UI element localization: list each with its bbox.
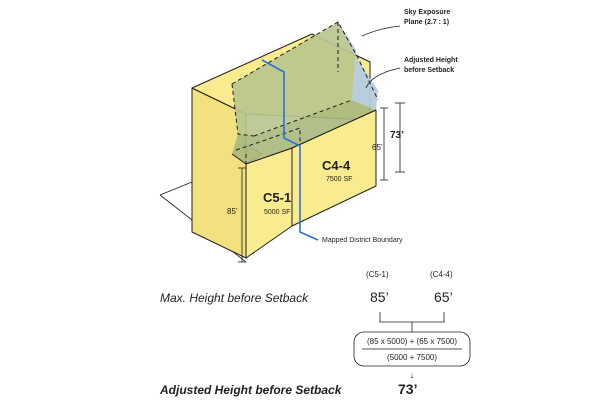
district-boundary-line xyxy=(261,59,319,241)
c5-height-value: 85’ xyxy=(370,289,389,305)
c4-area: 7500 SF xyxy=(326,176,352,183)
before-setback-label: before Setback xyxy=(404,67,454,74)
c5-area: 5000 SF xyxy=(264,209,290,216)
c4-column-header: (C4-4) xyxy=(430,270,453,279)
plane-green-back xyxy=(232,22,356,136)
c5-label: C5-1 xyxy=(263,190,291,205)
c4-height-value: 65’ xyxy=(434,289,453,305)
leader-lines xyxy=(361,25,401,89)
formula-numerator: (85 x 5000) + (65 x 7500) xyxy=(367,337,457,346)
boundary-label: Mapped District Boundary xyxy=(322,237,403,244)
down-arrow-icon: ↓ xyxy=(410,370,415,380)
adjusted-height-result-label: Adjusted Height before Setback xyxy=(159,383,343,397)
c4-label: C4-4 xyxy=(322,158,351,173)
building-mass xyxy=(191,33,377,259)
plane-green-front xyxy=(232,100,376,164)
dimension-85: 85’ xyxy=(227,207,238,216)
adjusted-height-label: Adjusted Height xyxy=(404,57,458,64)
plane-blue-right xyxy=(338,22,378,110)
dimension-73: 73’ xyxy=(390,130,404,141)
sky-exposure-plane xyxy=(231,21,379,165)
c5-column-header: (C5-1) xyxy=(366,270,389,279)
max-height-label: Max. Height before Setback xyxy=(160,291,309,305)
adjusted-height-result-value: 73’ xyxy=(398,381,417,397)
dimension-65: 65’ xyxy=(372,143,383,152)
plane-solid-edge xyxy=(231,109,377,165)
plane-dashed-edges xyxy=(231,21,379,164)
sky-exposure-ratio-label: Plane (2.7 : 1) xyxy=(404,19,449,26)
formula-brackets xyxy=(353,312,471,367)
dimension-lines xyxy=(238,102,405,263)
formula-denominator: (5000 + 7500) xyxy=(387,353,437,362)
sky-exposure-label: Sky Exposure xyxy=(404,9,450,16)
